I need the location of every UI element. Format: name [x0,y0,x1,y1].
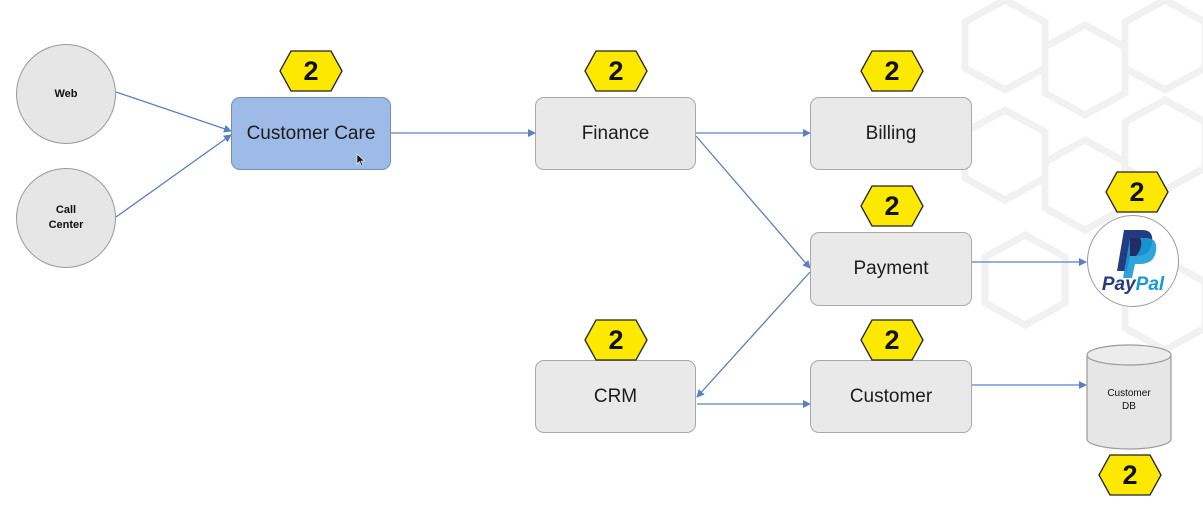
billing-node[interactable]: Billing [810,97,972,170]
arrow-web-to-customer-care [115,91,232,133]
customer-db-node[interactable]: Customer DB [1086,343,1172,451]
hexagon-badge-icon [1098,454,1162,496]
badge-customer-care-count: 2 [303,55,319,86]
badge-billing: 2 [860,50,924,92]
customer-care-label: Customer Care [246,122,376,144]
customer-db-label-line1: Customer [1107,388,1151,399]
paypal-node[interactable]: PayPal [1087,215,1179,307]
finance-label: Finance [581,122,650,144]
paypal-word-pal: Pal [1135,274,1165,295]
web-node[interactable]: Web [16,44,116,144]
arrow-finance-to-payment [695,135,811,269]
customer-care-node[interactable]: Customer Care [231,97,391,170]
badge-crm: 2 [584,319,648,361]
hexagon-badge-icon [279,50,343,92]
badge-customer-care: 2 [279,50,343,92]
billing-label: Billing [865,122,917,144]
hexagon-badge-icon [584,319,648,361]
customer-db-label-line2: DB [1122,401,1136,412]
mouse-cursor-icon [356,153,366,167]
database-cylinder-icon [1086,344,1172,450]
payment-label: Payment [853,258,929,279]
arrow-payment-to-crm [696,271,811,398]
paypal-word-pay: Pay [1101,274,1136,295]
crm-label: CRM [593,385,638,407]
badge-customer-db: 2 [1098,454,1162,496]
badge-paypal-count: 2 [1129,176,1145,207]
badge-billing-count: 2 [884,55,900,86]
crm-node[interactable]: CRM [535,360,696,433]
badge-paypal: 2 [1105,171,1169,213]
hexagon-badge-icon [1105,171,1169,213]
hexagon-badge-icon [584,50,648,92]
customer-label: Customer [849,385,933,407]
hexagon-badge-icon [860,50,924,92]
paypal-wordmark: PayPal [1088,274,1178,296]
arrow-call-center-to-customer-care [115,134,232,218]
badge-payment-count: 2 [884,190,900,221]
payment-node[interactable]: Payment [810,232,972,306]
badge-customer-db-count: 2 [1122,459,1138,490]
badge-customer-count: 2 [884,324,900,355]
hexagon-badge-icon [860,185,924,227]
call-center-node[interactable]: Call Center [16,168,116,268]
paypal-logo-icon [1117,230,1157,278]
badge-customer: 2 [860,319,924,361]
customer-node[interactable]: Customer [810,360,972,433]
badge-payment: 2 [860,185,924,227]
call-center-label-line2: Center [48,219,84,231]
hexagon-badge-icon [860,319,924,361]
badge-finance: 2 [584,50,648,92]
badge-finance-count: 2 [608,55,624,86]
badge-crm-count: 2 [608,324,624,355]
web-node-label: Web [54,87,78,100]
finance-node[interactable]: Finance [535,97,696,170]
call-center-label-line1: Call [55,204,77,216]
